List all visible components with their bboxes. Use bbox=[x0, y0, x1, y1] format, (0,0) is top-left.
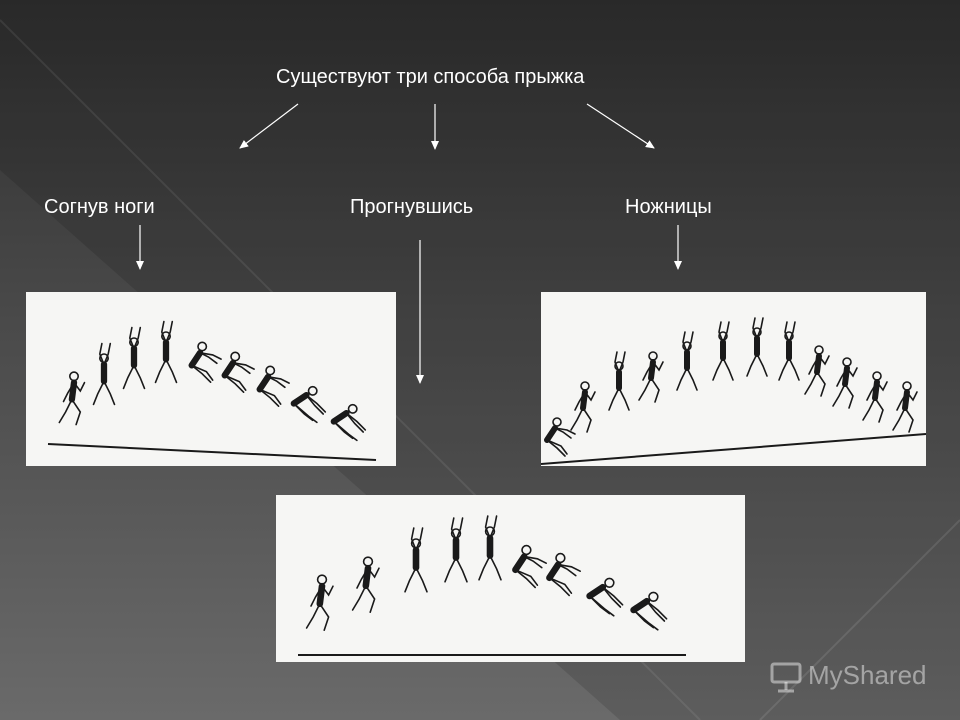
athlete-figure bbox=[221, 351, 255, 393]
athlete-figure bbox=[804, 345, 830, 397]
athlete-figure bbox=[630, 591, 668, 631]
athlete-figure bbox=[305, 574, 334, 631]
method-label-bent-legs: Согнув ноги bbox=[44, 196, 155, 218]
athlete-figure bbox=[546, 552, 581, 597]
athlete-figure bbox=[154, 320, 178, 384]
athlete-figure bbox=[478, 515, 502, 581]
athlete-figure bbox=[256, 365, 290, 407]
method-label-arched: Прогнувшись bbox=[350, 196, 474, 218]
athlete-figure bbox=[330, 403, 367, 442]
athlete-figure bbox=[58, 371, 86, 426]
athlete-figure bbox=[512, 544, 547, 589]
jump-illustration-arched bbox=[276, 495, 745, 662]
jump-illustration-bent-legs bbox=[26, 292, 396, 466]
ground-line bbox=[541, 433, 926, 465]
athlete-figure bbox=[404, 527, 428, 593]
athlete-figure bbox=[676, 331, 698, 391]
athlete-figure bbox=[290, 385, 327, 424]
arrow-to-bent-legs bbox=[239, 103, 299, 149]
method-label-scissors: Ножницы bbox=[625, 196, 712, 218]
watermark-text: MyShared bbox=[808, 660, 927, 690]
presentation-screen-icon bbox=[770, 662, 802, 693]
athlete-figure bbox=[570, 381, 596, 433]
athlete-figure bbox=[832, 357, 858, 409]
athlete-figure bbox=[544, 417, 576, 457]
myshared-watermark: MyShared bbox=[768, 656, 928, 696]
slide-title: Существуют три способа прыжка bbox=[276, 66, 585, 88]
arrow-to-scissors bbox=[586, 103, 655, 149]
athlete-figure bbox=[586, 577, 624, 617]
athlete-figure bbox=[862, 371, 888, 423]
athlete-figure bbox=[746, 317, 768, 377]
athlete-figure bbox=[444, 517, 468, 583]
athlete-figure bbox=[188, 341, 222, 383]
athlete-figure bbox=[608, 351, 630, 411]
athlete-figure bbox=[122, 326, 146, 390]
athlete-figure bbox=[351, 556, 380, 613]
athlete-figure bbox=[638, 351, 664, 403]
athlete-figure bbox=[778, 321, 800, 381]
ground-line bbox=[47, 443, 377, 461]
jump-illustration-scissors bbox=[541, 292, 926, 466]
athlete-figure bbox=[892, 381, 918, 433]
athlete-figure bbox=[92, 342, 116, 406]
athlete-figure bbox=[712, 321, 734, 381]
